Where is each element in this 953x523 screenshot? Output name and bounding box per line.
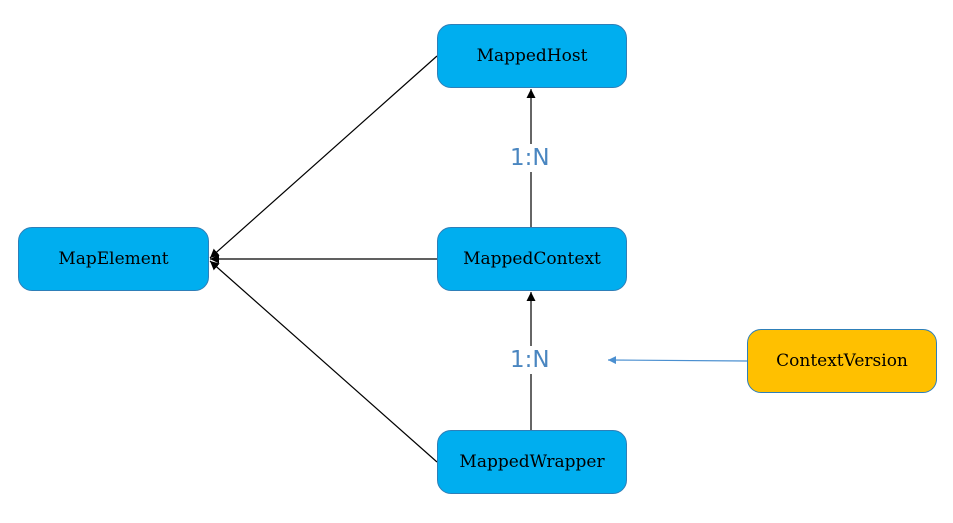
node-mapped-wrapper[interactable]: MappedWrapper [437, 430, 627, 494]
node-mapped-context-label: MappedContext [463, 249, 601, 269]
relation-label-context-wrapper: 1:N [508, 346, 552, 374]
node-mapped-context[interactable]: MappedContext [437, 227, 627, 291]
connector-wrapper-to-element [209, 260, 438, 463]
node-mapped-host-label: MappedHost [476, 46, 588, 66]
node-mapped-wrapper-label: MappedWrapper [459, 452, 605, 472]
node-map-element[interactable]: MapElement [18, 227, 209, 291]
connector-host-to-element [209, 55, 438, 259]
relation-label-host-context: 1:N [508, 144, 552, 172]
node-context-version[interactable]: ContextVersion [747, 329, 937, 393]
node-map-element-label: MapElement [58, 249, 169, 269]
node-mapped-host[interactable]: MappedHost [437, 24, 627, 88]
connector-version-to-relation [607, 356, 748, 365]
node-context-version-label: ContextVersion [776, 351, 908, 371]
